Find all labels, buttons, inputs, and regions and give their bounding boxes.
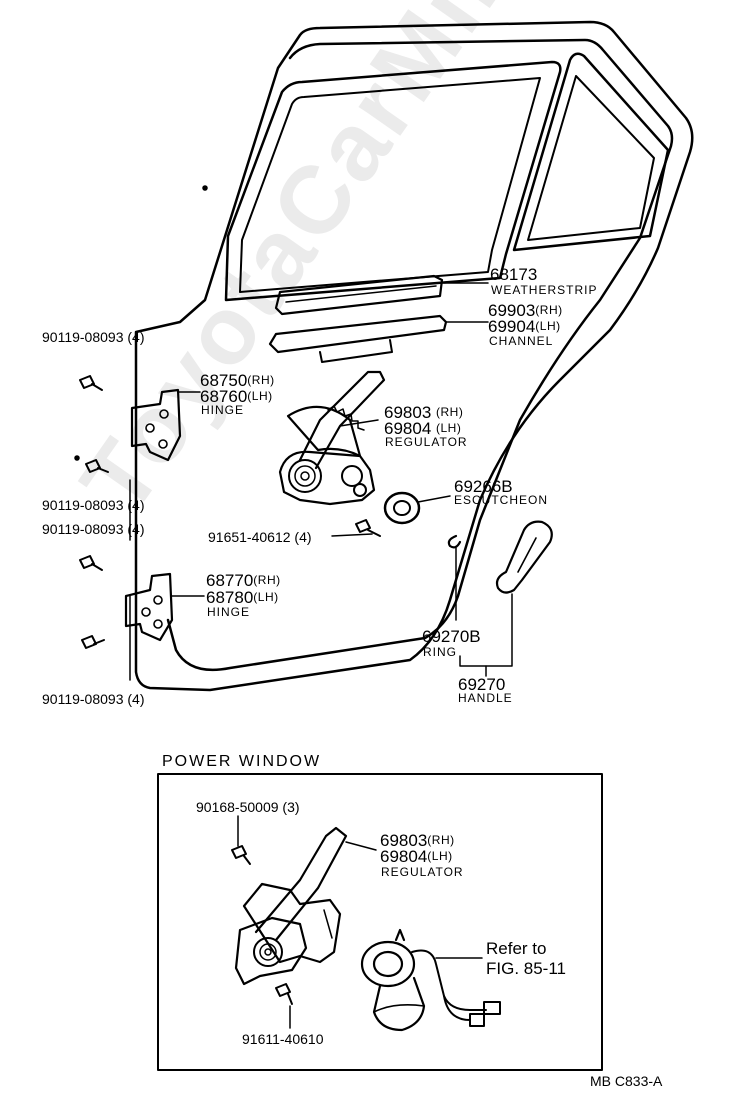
lower-hinge-shape: [124, 572, 174, 642]
handle-shape: [495, 520, 553, 594]
channel-rh-part-number: 69903(RH): [488, 301, 563, 320]
ring-label: RING: [423, 645, 457, 659]
window-frame-rear-inner: [527, 75, 655, 241]
upper-hinge-rh-part-number: 68750(RH): [200, 371, 275, 390]
escutcheon-part-number: 69266B: [454, 477, 513, 496]
power-regulator-sector: [242, 882, 342, 964]
door-inner-line: [166, 38, 674, 672]
footer-code: MB C833-A: [590, 1073, 663, 1089]
window-frame-front: [224, 60, 562, 302]
weatherstrip-part-number: 68173: [490, 265, 538, 284]
regulator-rh-part-number: 69803 (RH): [384, 403, 464, 422]
weatherstrip-label: WEATHERSTRIP: [491, 283, 598, 297]
bolt-icon-regulator: [355, 519, 381, 537]
bolt-icon-pw-bottom: [275, 983, 293, 1005]
bolt-icon-1: [79, 375, 103, 391]
bolt-label-3: 90119-08093 (4): [42, 521, 145, 537]
power-regulator-lh-part-number: 69804(LH): [380, 847, 453, 866]
regulator-base: [278, 450, 376, 506]
lower-hinge-rh-part-number: 68770(RH): [206, 571, 281, 590]
bolt-icon-3: [79, 555, 103, 571]
bolt-icon-4: [81, 635, 105, 649]
figure-reference-text: FIG. 85-11: [486, 959, 566, 978]
power-regulator-label: REGULATOR: [381, 865, 464, 879]
handle-label: HANDLE: [458, 691, 513, 705]
handle-part-number: 69270: [458, 675, 506, 694]
door-outline: [134, 20, 694, 692]
lower-hinge-lh-part-number: 68780(LH): [206, 588, 279, 607]
refer-to-text: Refer to: [486, 939, 547, 958]
upper-hinge-shape: [130, 388, 182, 462]
channel-label: CHANNEL: [489, 334, 554, 348]
power-window-title: POWER WINDOW: [162, 753, 322, 770]
channel-lh-part-number: 69904(LH): [488, 317, 561, 336]
window-frame-front-inner: [239, 77, 541, 293]
bolt-label-regulator: 91651-40612 (4): [208, 529, 312, 545]
lower-hinge-label: HINGE: [207, 605, 251, 619]
power-regulator-arm: [254, 826, 348, 942]
upper-hinge-lh-part-number: 68760(LH): [200, 387, 273, 406]
escutcheon-label: ESCUTCHEON: [454, 493, 549, 507]
window-frame-rear: [512, 52, 670, 252]
regulator-lh-part-number: 69804 (LH): [384, 419, 462, 438]
escutcheon-shape: [383, 491, 421, 525]
bolt-label-1: 90119-08093 (4): [42, 329, 145, 345]
channel-shape: [268, 314, 448, 354]
regulator-gear-teeth: [327, 405, 365, 431]
bolt-label-4: 90119-08093 (4): [42, 691, 145, 707]
bolt-icon-pw-top: [231, 845, 251, 865]
power-window-bolt-top-label: 90168-50009 (3): [196, 799, 300, 815]
ring-part-number: 69270B: [422, 627, 481, 646]
regulator-sector: [286, 405, 362, 458]
ring-shape: [447, 534, 462, 549]
regulator-label: REGULATOR: [385, 435, 468, 449]
power-regulator-rh-part-number: 69803(RH): [380, 831, 455, 850]
motor-shape: [360, 928, 501, 1032]
upper-hinge-label: HINGE: [201, 403, 245, 417]
weatherstrip-shape: [274, 274, 444, 316]
bolt-icon-2: [85, 459, 109, 473]
power-window-bolt-bottom-label: 91611-40610: [242, 1031, 324, 1047]
bolt-label-2: 90119-08093 (4): [42, 497, 145, 513]
power-window-box: [157, 773, 603, 1071]
